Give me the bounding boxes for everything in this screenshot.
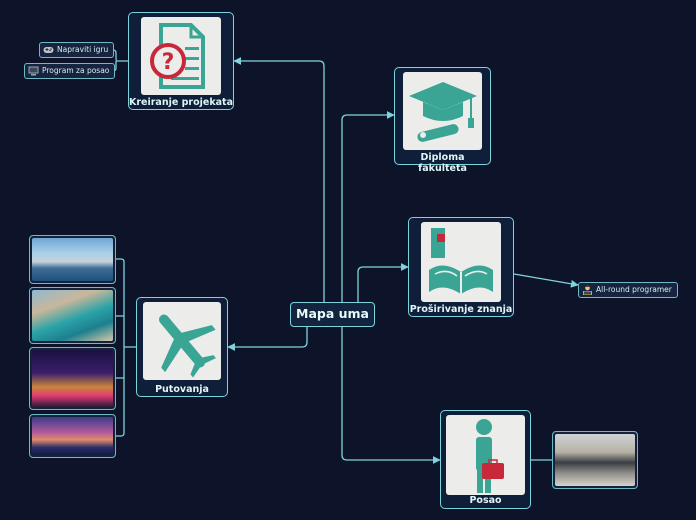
link-posao [341,327,441,464]
coastal-city-photo [32,238,113,281]
central-topic[interactable]: Mapa uma [290,302,375,327]
chip-all-round-programer[interactable]: All-round programer [578,282,678,298]
node-posao[interactable]: Posao [440,410,531,509]
link-photos [116,258,136,437]
node-label: Putovanja [155,384,209,395]
airplane-icon [143,302,221,380]
graduation-cap-icon [403,72,482,150]
photo-harbor-city[interactable] [29,287,116,344]
link-kreiranje [233,57,325,302]
photo-office-desk[interactable] [552,431,638,489]
las-vegas-night-photo [32,350,113,407]
node-label: Posao [469,495,502,506]
photo-las-vegas-night[interactable] [29,347,116,410]
node-diploma-fakulteta[interactable]: Diploma fakulteta [394,67,491,174]
node-prosirivanje-znanja[interactable]: Proširivanje znanja [408,217,514,317]
link-putovanja [227,327,308,351]
document-question-icon: ? [141,17,221,95]
chip-napraviti-igru[interactable]: Napraviti igru [39,42,115,58]
bridge-sunset-photo [32,417,113,455]
chip-program-za-posao[interactable]: Program za posao [24,63,116,79]
chip-label: Napraviti igru [57,45,109,54]
node-kreiranje-projekata[interactable]: ? Kreiranje projekata [128,12,234,110]
photo-bridge-sunset[interactable] [29,414,116,458]
svg-text:?: ? [162,50,175,75]
businessman-icon [446,415,525,495]
office-desk-photo [555,434,635,486]
photo-coastal-city[interactable] [29,235,116,284]
link-diploma [341,111,395,302]
node-label: Kreiranje projekata [129,97,234,108]
link-allround [513,273,579,288]
gamepad-icon [43,47,54,53]
chip-label: Program za posao [42,66,110,75]
node-label: Proširivanje znanja [409,304,513,315]
harbor-city-photo [32,290,113,341]
link-prosirivanje [357,263,409,302]
programmer-icon [583,285,592,295]
chip-label: All-round programer [596,285,672,294]
node-putovanja[interactable]: Putovanja [136,297,228,397]
open-book-icon [421,222,501,302]
computer-icon [28,66,39,76]
node-label: Diploma fakulteta [418,152,467,174]
